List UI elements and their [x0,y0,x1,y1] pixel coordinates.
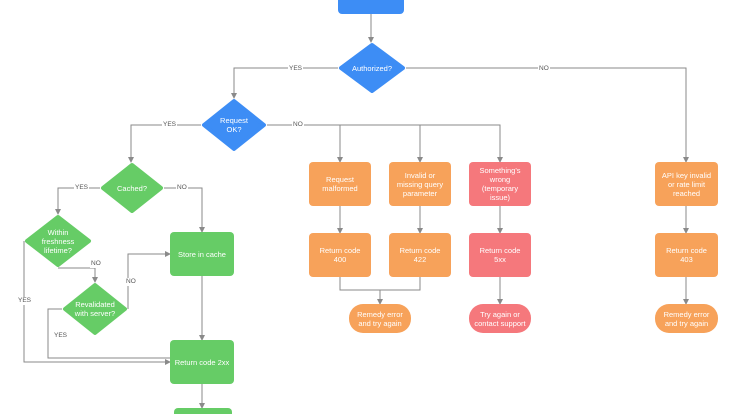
cached-decision: Cached? [100,162,164,214]
remedy-error-label-1: Remedy error and try again [357,309,403,328]
revalidated-label: Revalidated with server? [74,300,116,318]
invalid-query-label: Invalid or missing query parameter [396,170,444,198]
edge-request-yes [128,124,201,163]
authorized-decision: Authorized? [338,42,406,94]
return-422-box: Return code 422 [389,233,451,277]
edge-reval-yes [47,308,170,359]
edge-authorized-no [406,67,689,163]
try-again-support-label: Try again or contact support [474,309,526,328]
request-malformed-label: Request malformed [322,175,358,193]
request-ok-decision: Request OK? [201,98,267,152]
remedy-error-pill-1: Remedy error and try again [349,304,411,333]
edge-request-no-malformed [267,124,343,163]
try-again-support-pill: Try again or contact support [469,304,531,333]
edge-fresh-no [58,267,98,283]
store-in-cache-box: Store in cache [170,232,234,276]
invalid-query-box: Invalid or missing query parameter [389,162,451,206]
freshness-no-label: NO [90,260,102,268]
diamond-shape [202,99,266,151]
return-403-label: Return code 403 [666,246,707,264]
edge-authorized-yes [231,67,338,99]
edge-422-remedy [380,277,421,291]
api-key-invalid-label: API key invalid or rate limit reached [661,170,712,198]
remedy-error-pill-2: Remedy error and try again [655,304,718,333]
edge-request-no-invalid [340,124,423,163]
diamond-shape [101,163,163,213]
within-freshness-label: Within freshness lifetime? [41,227,75,255]
edge-fresh-yes [23,241,171,365]
cached-no-label: NO [176,184,188,192]
something-wrong-box: Something's wrong (temporary issue) [469,162,531,206]
store-in-cache-label: Store in cache [178,249,226,259]
within-freshness-decision: Within freshness lifetime? [24,214,92,268]
revalidated-yes-label: YES [53,332,69,340]
return-422-label: Return code 422 [399,246,441,264]
diamond-shape [25,215,91,267]
edge-400-remedy [339,277,383,305]
return-5xx-label: Return code 5xx [479,246,521,264]
bottom-green-box [174,408,232,414]
request-ok-label: Request OK? [220,116,248,134]
edge-cached-no [164,187,205,233]
return-2xx-box: Return code 2xx [170,340,234,384]
authorized-no-label: NO [538,65,550,73]
authorized-label: Authorized? [351,63,393,73]
top-node [338,0,404,14]
edge-request-no-wrong [420,124,503,163]
revalidated-decision: Revalidated with server? [62,282,128,336]
api-key-invalid-box: API key invalid or rate limit reached [655,162,718,206]
return-400-box: Return code 400 [309,233,371,277]
cached-label: Cached? [116,183,148,193]
return-400-label: Return code 400 [319,246,361,264]
revalidated-no-label: NO [125,278,137,286]
freshness-yes-label: YES [17,297,33,305]
return-5xx-box: Return code 5xx [469,233,531,277]
request-ok-no-label: NO [292,121,304,129]
something-wrong-label: Something's wrong (temporary issue) [479,166,521,202]
diamond-shape [63,283,127,335]
diamond-shape [339,43,405,93]
authorized-yes-label: YES [288,65,304,73]
return-2xx-label: Return code 2xx [174,357,230,367]
request-ok-yes-label: YES [162,121,178,129]
request-malformed-box: Request malformed [309,162,371,206]
return-403-box: Return code 403 [655,233,718,277]
edge-reval-no [127,251,171,309]
remedy-error-label-2: Remedy error and try again [663,309,710,328]
cached-yes-label: YES [74,184,90,192]
